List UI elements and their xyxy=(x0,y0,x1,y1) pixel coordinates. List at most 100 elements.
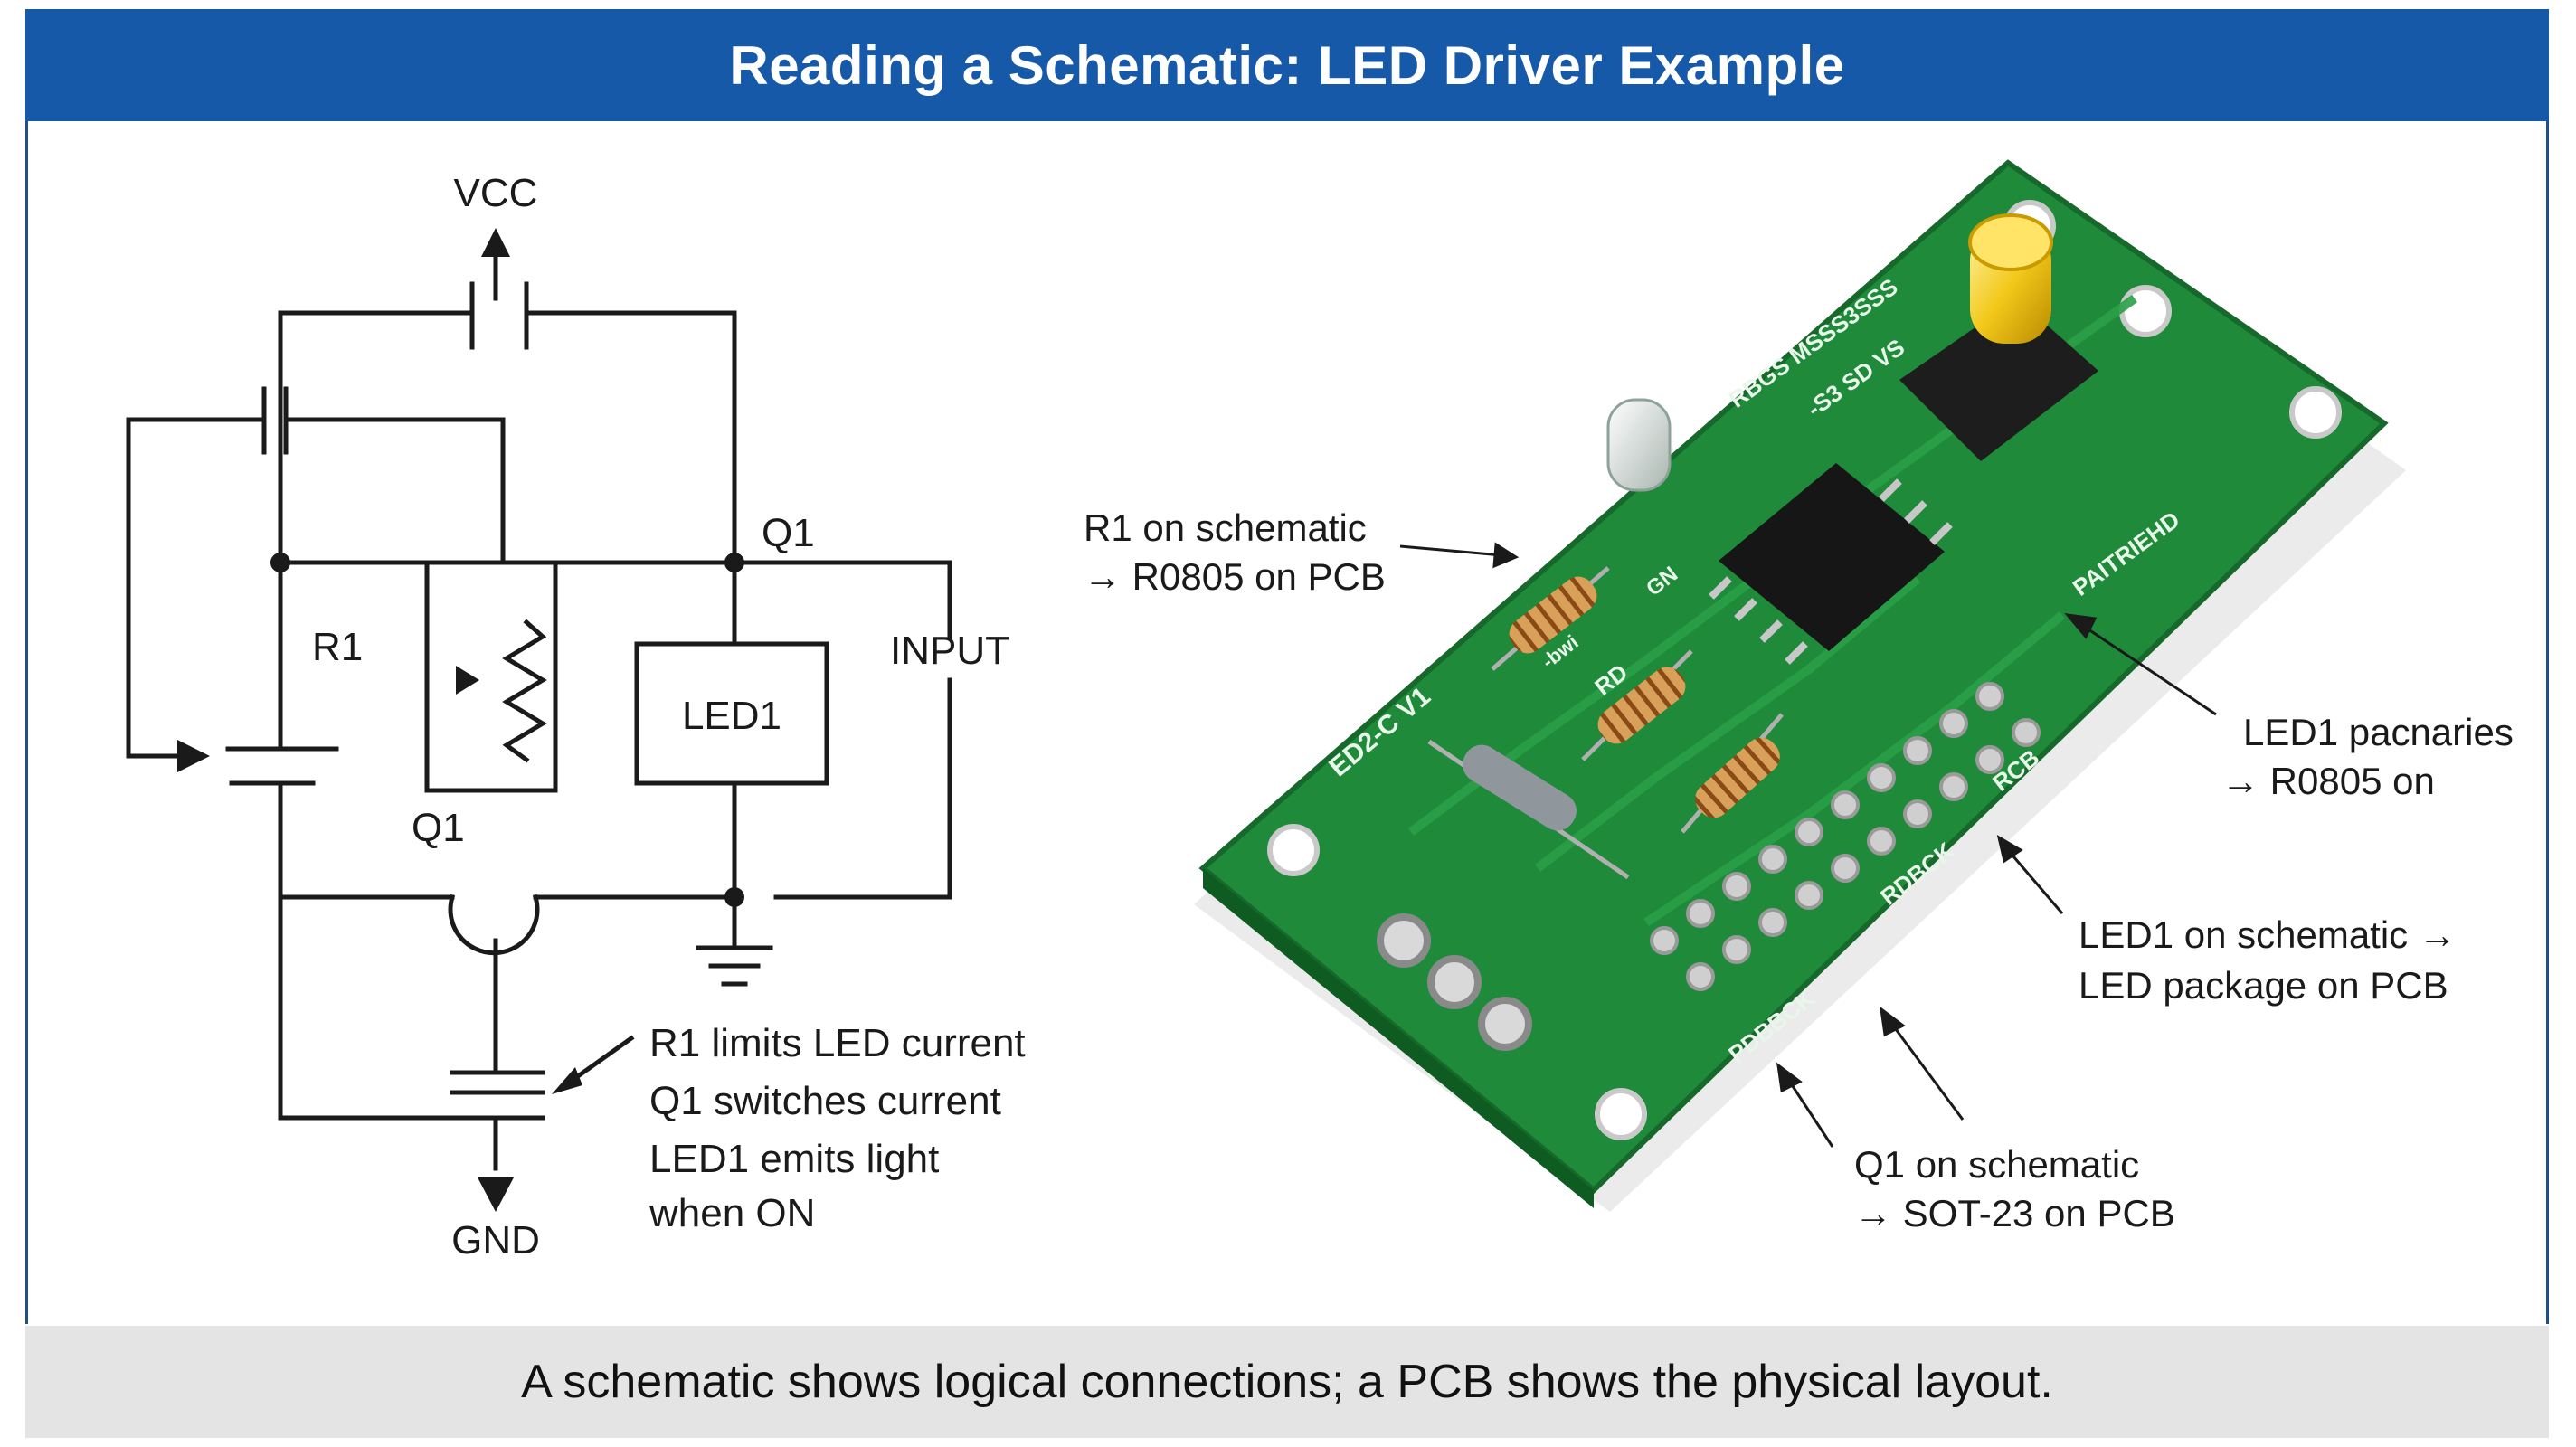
header-pin xyxy=(1686,962,1715,991)
callout-led1-sch-line1: LED1 on schematic → xyxy=(2079,913,2457,956)
r1-label: R1 xyxy=(312,625,363,669)
chip-pin xyxy=(1734,598,1757,621)
gnd-label: GND xyxy=(451,1218,540,1263)
header-pin xyxy=(1795,818,1823,846)
callout-arrowhead xyxy=(1880,1006,1906,1037)
header-pin xyxy=(1722,935,1751,964)
header-pin xyxy=(1939,772,1968,801)
header-pin xyxy=(1975,682,2004,711)
callout-arrowhead xyxy=(1776,1062,1803,1093)
header-pin xyxy=(1975,745,2004,774)
q1-box xyxy=(424,560,558,793)
callout-arrowhead xyxy=(1492,542,1520,569)
chip-pin xyxy=(1904,500,1927,524)
header-pin xyxy=(1867,763,1896,792)
power-pad xyxy=(1427,955,1482,1009)
pcb-trace xyxy=(1534,575,1921,872)
zigzag-resistor xyxy=(502,619,547,763)
callout-led1-pkg-line1: LED1 pacnaries xyxy=(2243,711,2514,753)
header-pin xyxy=(1795,881,1823,910)
header-pin xyxy=(1722,872,1751,901)
pcb-photo: RBGS MSSS3SSS -S3 SD VS ED2-C V1 RD RDBC… xyxy=(1194,159,2406,1212)
top-wire xyxy=(278,310,473,565)
schematic-note: when ON xyxy=(649,1191,815,1235)
header-pin xyxy=(1758,845,1787,874)
header-pin xyxy=(1831,790,1860,819)
input-label: INPUT xyxy=(890,629,1009,673)
resistor-grey xyxy=(1463,744,1577,831)
callout-led1-sch-line2: LED package on PCB xyxy=(2079,964,2448,1007)
pcb-trace xyxy=(1408,575,1757,836)
q1-top-label: Q1 xyxy=(762,511,815,555)
mounting-hole xyxy=(1267,824,1320,876)
chip-pin xyxy=(1929,522,1953,545)
schematic-diagram: VCC Q1 R1 LED1 INPUT Q1 GND R1 limits LE… xyxy=(126,171,1026,1263)
callout-arrow-q1-b xyxy=(1889,1021,1965,1121)
header-pin xyxy=(1867,827,1896,856)
resistor-r1 xyxy=(1509,576,1597,654)
q1-bottom-label: Q1 xyxy=(412,806,465,850)
chip-pin xyxy=(1759,619,1783,643)
callout-arrowhead xyxy=(2064,613,2098,639)
header-pin xyxy=(1831,854,1860,883)
chip-body xyxy=(1719,463,1945,651)
callout-arrow-q1-a xyxy=(1785,1077,1834,1148)
callout-q1-line2: → SOT-23 on PCB xyxy=(1854,1192,2175,1234)
header-pin xyxy=(1686,899,1715,928)
page-title: Reading a Schematic: LED Driver Example xyxy=(25,9,2549,121)
feedback-arrow xyxy=(177,740,210,772)
callout-arrow-r1 xyxy=(1399,544,1502,557)
callout-r1-line2: → R0805 on PCB xyxy=(1084,555,1386,598)
header-pin xyxy=(1939,709,1968,738)
callout-led1-pkg-line2: → R0805 on xyxy=(2221,760,2435,802)
chip-pin xyxy=(1785,641,1808,665)
vcc-label: VCC xyxy=(454,171,538,215)
power-pad xyxy=(1377,913,1431,968)
resistor xyxy=(1695,737,1780,818)
clear-led-dome xyxy=(1606,398,1672,492)
left-border xyxy=(25,121,28,1324)
pcb-board-edge xyxy=(1203,868,1594,1208)
led-dome-top xyxy=(1968,213,2053,271)
callout-arrow-led1-pkg xyxy=(2079,622,2217,716)
schematic-note: Q1 switches current xyxy=(649,1079,1001,1123)
callout-arrowhead xyxy=(1996,834,2023,864)
header-pin xyxy=(1903,799,1932,828)
led-yellow xyxy=(1899,213,2098,461)
schematic-note: LED1 emits light xyxy=(649,1137,939,1181)
led-socket xyxy=(1899,298,2098,461)
footer-caption: A schematic shows logical connections; a… xyxy=(25,1326,2549,1438)
junction-dot xyxy=(724,553,744,572)
header-pin xyxy=(1758,908,1787,937)
led-clear xyxy=(1606,398,1672,492)
schematic-note: R1 limits LED current xyxy=(649,1021,1026,1065)
junction-dot xyxy=(724,887,744,907)
left-wire xyxy=(285,417,506,565)
mounting-hole xyxy=(2289,386,2342,439)
note-arrowhead xyxy=(552,1067,582,1094)
gnd-arrow xyxy=(478,1177,514,1212)
input-wire-lower xyxy=(773,677,952,900)
power-pads xyxy=(1377,913,1532,1051)
top-wire-right xyxy=(526,310,737,565)
junction-dot xyxy=(270,553,290,572)
power-pad xyxy=(1478,997,1532,1051)
header-pin xyxy=(1903,736,1932,765)
led1-label: LED1 xyxy=(682,694,781,738)
vcc-arrow xyxy=(481,228,510,257)
chip-pin xyxy=(1709,576,1732,600)
callout-r1-line1: R1 on schematic xyxy=(1084,506,1367,549)
callout-layer: R1 on schematic → R0805 on PCB LED1 pacn… xyxy=(1084,506,2514,1234)
callout-arrow-led1-sch xyxy=(2006,849,2064,914)
left-feedback-wire xyxy=(126,417,265,759)
resistor xyxy=(1597,667,1686,744)
soic-chip xyxy=(1709,463,1953,665)
q1-arrow xyxy=(456,666,479,695)
header-pin xyxy=(1650,926,1679,955)
callout-q1-line1: Q1 on schematic xyxy=(1854,1143,2139,1186)
pcb-trace xyxy=(1643,611,2066,927)
pin-header-grid xyxy=(1650,682,2041,991)
led1-box xyxy=(634,641,829,786)
mounting-hole xyxy=(1595,1088,1647,1140)
chip-pin xyxy=(1879,478,1902,502)
